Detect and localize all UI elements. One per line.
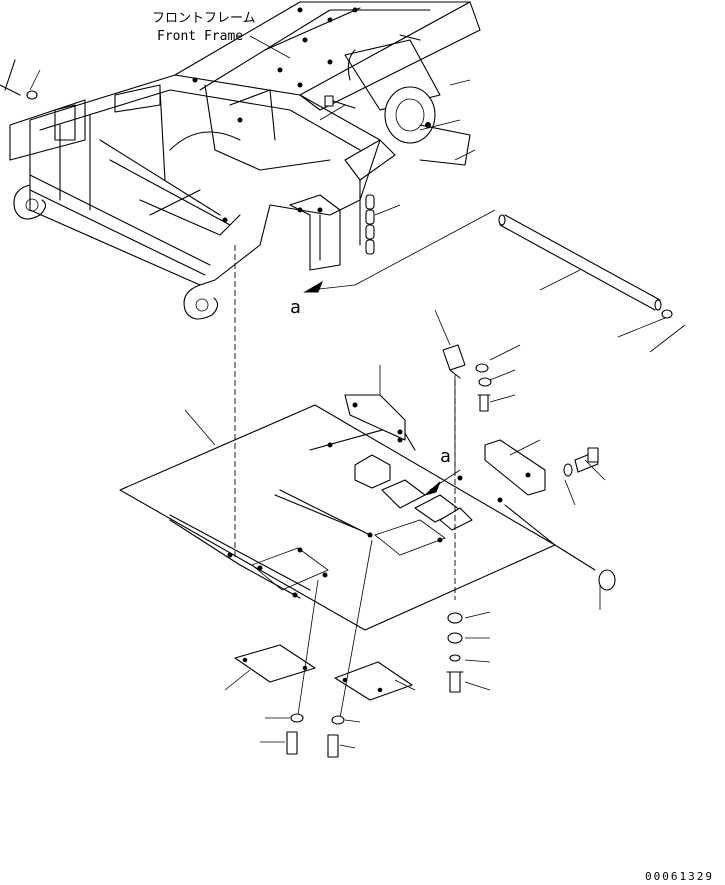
pin-with-ring [554,544,616,591]
frame-bolts [192,7,358,223]
view-marker-label-upper: a [290,297,301,318]
pin-top-left [0,59,38,100]
frame-title-english: Front Frame [157,29,243,44]
l-bracket-top [442,344,466,379]
cylinder-unit [344,34,471,166]
access-cover-hardware-left [286,579,319,755]
frame-bolt-horizontal [324,95,356,109]
long-rod [498,214,673,319]
cover-plate-bolts [227,437,503,598]
lifting-hook-lower [183,284,219,320]
lifting-hook-upper [13,184,47,220]
under-cover-plate [119,404,556,631]
frame-title-japanese: フロントフレーム [152,11,256,26]
access-cover-right [334,661,413,701]
side-bracket-right [484,439,546,496]
front-frame [9,1,481,286]
leader-lines [29,69,686,749]
view-marker-lower: a [424,446,461,496]
view-marker-label-lower: a [440,446,451,467]
cover-hardware-stack [446,612,464,693]
side-bolt [563,447,599,477]
bracket-hardware [475,363,492,412]
view-marker-upper: a [290,209,496,318]
access-cover-left [234,644,316,683]
chain [365,194,375,255]
access-cover-hardware-right [327,539,373,758]
drawing-number: 00061329 [645,870,714,883]
